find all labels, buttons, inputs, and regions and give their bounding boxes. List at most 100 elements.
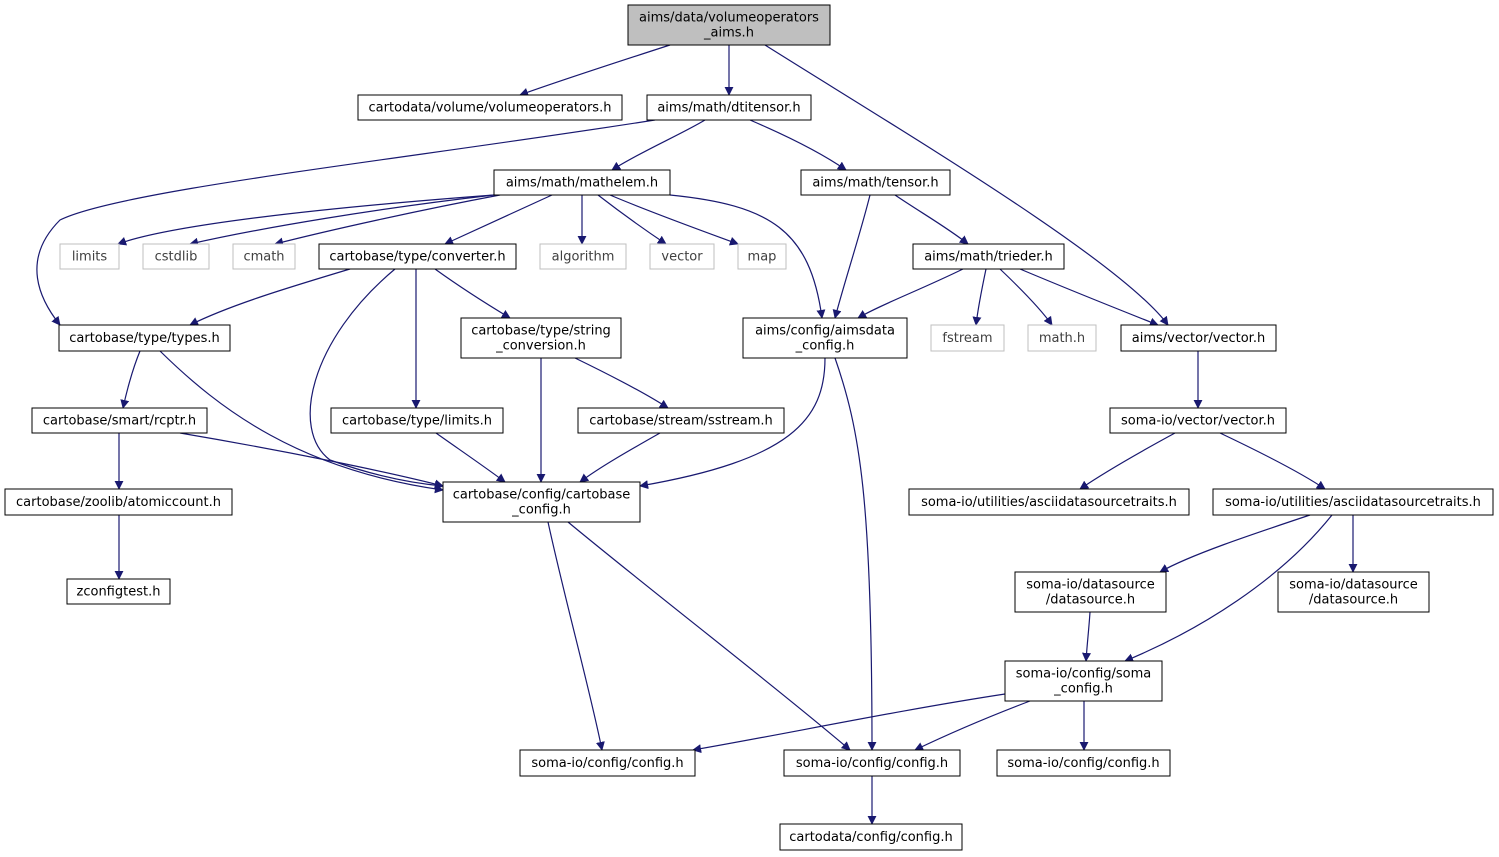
edge-n9-to-n15 xyxy=(434,268,511,319)
node-label: soma-io/datasource xyxy=(1026,578,1154,593)
node-label: limits xyxy=(72,250,108,265)
node-label: aims/vector/vector.h xyxy=(1132,331,1265,346)
node-soma-io-config-config-h[interactable]: soma-io/config/config.h xyxy=(996,749,1171,777)
node-soma-io-datasource-datasource-h[interactable]: soma-io/datasource/datasource.h xyxy=(1277,571,1430,613)
edge-n24-to-n32 xyxy=(567,521,851,751)
node-box xyxy=(779,823,963,851)
node-box xyxy=(59,243,120,270)
node-fstream: fstream xyxy=(930,324,1005,352)
node-aims-vector-vector-h[interactable]: aims/vector/vector.h xyxy=(1120,324,1277,352)
node-box xyxy=(357,94,623,121)
node-box xyxy=(1212,488,1494,516)
node-box xyxy=(783,749,961,777)
node-label: soma-io/config/soma xyxy=(1016,667,1152,682)
node-soma-io-utilities-asciidatasourcetraits-h[interactable]: soma-io/utilities/asciidatasourcetraits.… xyxy=(908,488,1190,516)
node-cartobase-smart-rcptr-h[interactable]: cartobase/smart/rcptr.h xyxy=(31,407,208,434)
node-label: cartobase/smart/rcptr.h xyxy=(43,414,196,429)
node-box xyxy=(1277,571,1430,613)
node-aims-math-dtitensor-h[interactable]: aims/math/dtitensor.h xyxy=(646,94,812,121)
node-label: aims/data/volumeoperators xyxy=(639,11,819,26)
edge-n22-to-n25 xyxy=(1079,432,1176,490)
edge-n15-to-n21 xyxy=(574,357,669,409)
edge-n26-to-n28 xyxy=(1159,514,1311,573)
node-box xyxy=(577,407,785,434)
node-math-h: math.h xyxy=(1027,324,1097,352)
node-box xyxy=(800,169,951,196)
node-aims-math-mathelem-h[interactable]: aims/math/mathelem.h xyxy=(493,169,671,196)
node-cartobase-type-string-conversion-h[interactable]: cartobase/type/string_conversion.h xyxy=(460,317,622,359)
edge-n9-to-n14 xyxy=(189,268,351,326)
node-box xyxy=(460,317,622,359)
node-box xyxy=(1014,571,1167,613)
node-aims-data-volumeoperators-aims-h[interactable]: aims/data/volumeoperators_aims.h xyxy=(627,4,831,46)
edge-n4-to-n16 xyxy=(669,194,826,319)
node-cartobase-type-limits-h[interactable]: cartobase/type/limits.h xyxy=(330,407,504,434)
node-soma-io-config-config-h[interactable]: soma-io/config/config.h xyxy=(783,749,961,777)
edge-n5-to-n13 xyxy=(894,194,969,245)
node-label: soma-io/utilities/asciidatasourcetraits.… xyxy=(921,495,1177,510)
node-box xyxy=(1109,407,1287,434)
node-box xyxy=(31,407,208,434)
node-map: map xyxy=(737,243,787,270)
edge-n13-to-n18 xyxy=(999,268,1053,326)
node-box xyxy=(4,488,233,516)
node-cartobase-config-cartobase-config-h[interactable]: cartobase/config/cartobase_config.h xyxy=(442,481,641,523)
edge-n4-to-n7 xyxy=(189,194,495,247)
edge-n4-to-n11 xyxy=(597,194,667,245)
edge-n13-to-n3 xyxy=(1019,268,1159,327)
node-aims-math-tensor-h[interactable]: aims/math/tensor.h xyxy=(800,169,951,196)
node-label: _config.h xyxy=(511,503,571,518)
edge-n4-to-n6 xyxy=(117,194,495,246)
node-label: soma-io/config/config.h xyxy=(796,756,948,771)
node-vector: vector xyxy=(649,243,715,270)
node-box xyxy=(649,243,715,270)
node-cartodata-volume-volumeoperators-h[interactable]: cartodata/volume/volumeoperators.h xyxy=(357,94,623,121)
node-box xyxy=(1004,660,1163,702)
node-soma-io-config-soma-config-h[interactable]: soma-io/config/soma_config.h xyxy=(1004,660,1163,702)
node-box xyxy=(318,243,517,270)
edge-n16-to-n24 xyxy=(639,357,826,490)
node-cartobase-type-converter-h[interactable]: cartobase/type/converter.h xyxy=(318,243,517,270)
node-soma-io-datasource-datasource-h[interactable]: soma-io/datasource/datasource.h xyxy=(1014,571,1167,613)
node-box xyxy=(1120,324,1277,352)
node-aims-config-aimsdata-config-h[interactable]: aims/config/aimsdata_config.h xyxy=(742,317,908,359)
node-label: cartodata/volume/volumeoperators.h xyxy=(369,101,612,116)
node-label: cmath xyxy=(243,250,284,265)
node-label: soma-io/datasource xyxy=(1289,578,1417,593)
node-label: cartobase/config/cartobase xyxy=(453,488,631,503)
edge-n2-to-n4 xyxy=(611,119,706,171)
node-soma-io-utilities-asciidatasourcetraits-h[interactable]: soma-io/utilities/asciidatasourcetraits.… xyxy=(1212,488,1494,516)
edge-n21-to-n24 xyxy=(579,432,661,483)
edge-n13-to-n17 xyxy=(972,268,987,326)
node-label: cartodata/config/config.h xyxy=(789,830,952,845)
node-cartobase-zoolib-atomiccount-h[interactable]: cartobase/zoolib/atomiccount.h xyxy=(4,488,233,516)
node-label: zconfigtest.h xyxy=(77,585,161,600)
node-box xyxy=(519,749,696,777)
node-label: fstream xyxy=(942,331,992,346)
node-label: cstdlib xyxy=(155,250,198,265)
edge-n13-to-n16 xyxy=(857,268,964,319)
node-label: soma-io/vector/vector.h xyxy=(1121,414,1275,429)
edge-n0-to-n1 xyxy=(519,44,671,97)
node-cartobase-type-types-h[interactable]: cartobase/type/types.h xyxy=(58,324,231,352)
node-box xyxy=(493,169,671,196)
edge-n14-to-n24 xyxy=(159,350,444,494)
edge-n19-to-n24 xyxy=(179,432,444,489)
node-soma-io-config-config-h[interactable]: soma-io/config/config.h xyxy=(519,749,696,777)
node-cartodata-config-config-h[interactable]: cartodata/config/config.h xyxy=(779,823,963,851)
node-label: _aims.h xyxy=(703,26,754,41)
node-label: soma-io/config/config.h xyxy=(531,756,683,771)
node-box xyxy=(996,749,1171,777)
node-aims-math-trieder-h[interactable]: aims/math/trieder.h xyxy=(912,243,1065,270)
node-box xyxy=(539,243,627,270)
edge-n26-to-n30 xyxy=(1124,514,1333,663)
node-soma-io-vector-vector-h[interactable]: soma-io/vector/vector.h xyxy=(1109,407,1287,434)
node-box xyxy=(737,243,787,270)
node-zconfigtest-h[interactable]: zconfigtest.h xyxy=(66,578,171,605)
node-label: _config.h xyxy=(1053,682,1113,697)
node-cartobase-stream-sstream-h[interactable]: cartobase/stream/sstream.h xyxy=(577,407,785,434)
node-label: aims/math/mathelem.h xyxy=(506,176,658,191)
node-cstdlib: cstdlib xyxy=(142,243,210,270)
edge-n14-to-n19 xyxy=(120,350,141,409)
